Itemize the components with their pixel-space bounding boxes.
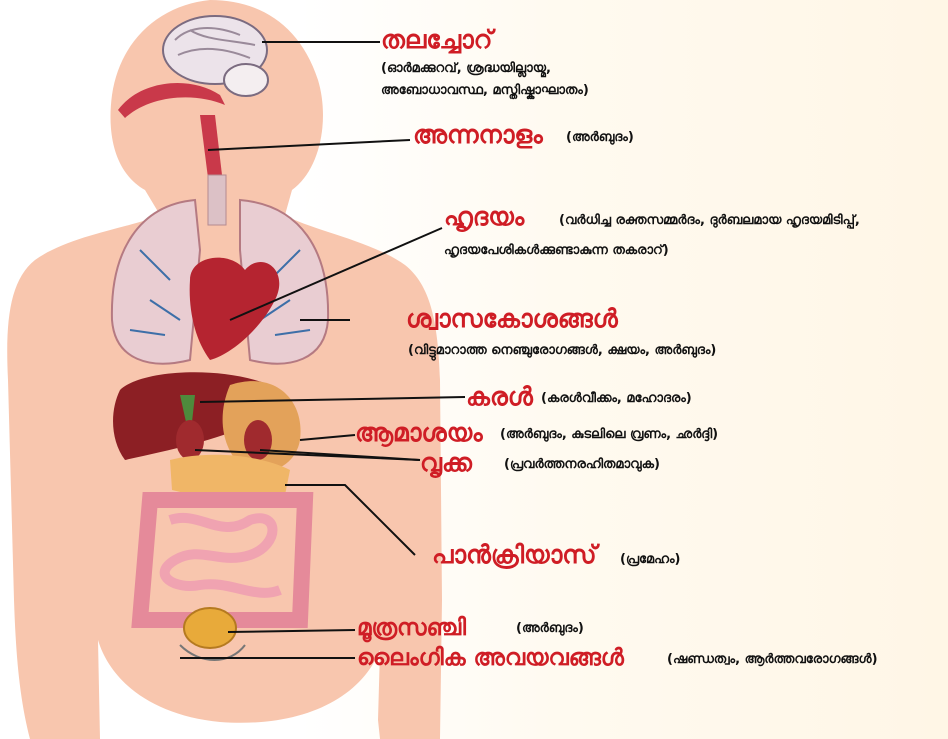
- liver-note: (കരൾവീക്കം, മഹോദരം): [541, 392, 692, 407]
- esophagus-note: (അർബുദം): [566, 131, 634, 146]
- lungs-label: ശ്വാസകോശങ്ങൾ: [406, 305, 618, 334]
- pancreas-label: പാൻക്രിയാസ്: [432, 541, 597, 570]
- kidney-left: [176, 420, 204, 460]
- lungs-note: (വിട്ടുമാറാത്ത നെഞ്ചുരോഗങ്ങൾ, ക്ഷയം, അർബ…: [408, 344, 716, 359]
- cerebellum-shape: [224, 64, 268, 96]
- brain-label: തലച്ചോറ്: [381, 26, 492, 55]
- bladder-note: (അർബുദം): [516, 622, 584, 637]
- bladder-shape: [184, 608, 236, 648]
- reproductive-label: ലൈംഗിക അവയവങ്ങൾ: [357, 645, 624, 671]
- left-lung: [112, 200, 200, 364]
- stomach-note: (അർബുദം, കുടലിലെ വ്രണം, ഛർദ്ദി): [500, 428, 718, 443]
- heart-label: ഹൃദയം: [444, 203, 524, 232]
- bladder-label: മൂത്രസഞ്ചി: [357, 615, 466, 641]
- liver-label: കരൾ: [466, 383, 533, 412]
- reproductive-note: (ഷണ്ഡത്വം, ആർത്തവരോഗങ്ങൾ): [667, 653, 878, 668]
- stomach-label: ആമാശയം: [355, 419, 483, 448]
- brain-note-line1: (ഓർമക്കുറവ്, ശ്രദ്ധയില്ലായ്മ,: [381, 62, 551, 77]
- kidney-label: വൃക്ക: [420, 449, 472, 478]
- kidney-note: (പ്രവർത്തനരഹിതമാവുക): [504, 458, 660, 473]
- heart-note-line1: (വർധിച്ച രക്തസമ്മർദം, ദുർബലമായ ഹൃദയമിടിപ…: [559, 214, 860, 229]
- brain-note-line2: അബോധാവസ്ഥ, മസ്തിഷ്കാഘാതം): [381, 84, 589, 99]
- pancreas-note: (പ്രമേഹം): [620, 553, 680, 568]
- trachea: [208, 175, 226, 225]
- esophagus-label: അന്നനാളം: [413, 121, 543, 150]
- heart-note-line2: ഹൃദയപേശികൾക്കുണ്ടാകുന്ന തകരാറ്): [444, 244, 669, 259]
